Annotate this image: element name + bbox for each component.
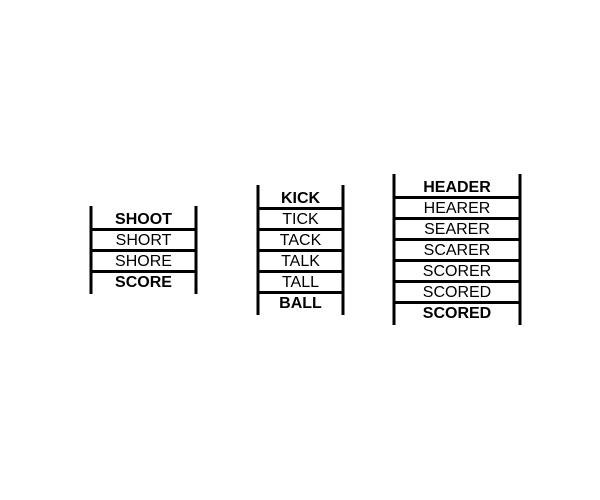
ladder-word: SCARER (424, 242, 491, 259)
ladder-word: KICK (281, 190, 321, 207)
ladder-word: SHOOT (115, 211, 172, 228)
ladder-word: TALL (282, 274, 319, 291)
ladder-word: BALL (279, 295, 322, 312)
ladder-word: HEADER (423, 179, 491, 196)
ladder-shoot-to-score: SHOOT SHORT SHORE SCORE (89, 206, 198, 294)
ladder-word: SHORT (116, 232, 172, 249)
ladder-kick-to-ball: KICK TICK TACK TALK TALL BALL (256, 185, 345, 315)
ladder-header-to-scored: HEADER HEARER SEARER SCARER SCORER SCORED SCOR… (392, 174, 522, 325)
ladder-word: SCORED (423, 284, 491, 301)
ladder-word: SCORER (423, 263, 491, 280)
ladder-word: SCORE (115, 274, 172, 291)
ladder-word: SHORE (115, 253, 172, 270)
ladder-word: TALK (281, 253, 320, 270)
ladder-word: HEARER (424, 200, 491, 217)
ladder-word: TICK (282, 211, 319, 228)
ladder-word: SEARER (424, 221, 490, 238)
ladder-word: SCORED (423, 305, 491, 322)
ladder-word: TACK (280, 232, 322, 249)
